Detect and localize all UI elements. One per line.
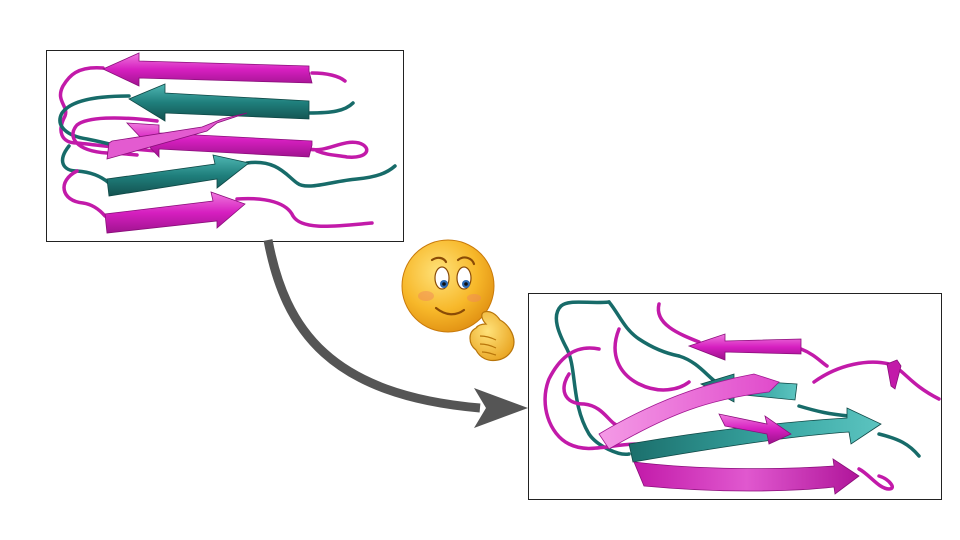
loop-coil: [310, 71, 347, 83]
loop-coil: [812, 360, 941, 401]
loop-coil: [554, 300, 631, 456]
loop-coil: [543, 346, 641, 451]
flat-sheet-panel: [46, 50, 404, 242]
loop-coil: [877, 432, 921, 458]
emoji-mouth: [434, 306, 466, 316]
beta-strand: [104, 191, 246, 234]
loop-coil: [62, 169, 107, 218]
beta-strand: [106, 154, 250, 197]
loop-coil: [235, 196, 374, 228]
loop-coil: [58, 66, 159, 153]
beta-strand: [718, 413, 792, 445]
beta-strand: [106, 112, 248, 160]
loop-coil: [656, 302, 701, 344]
pointing-hand: [469, 310, 515, 362]
beta-strand: [633, 458, 860, 495]
loop-coil: [307, 101, 355, 115]
emoji-face: [401, 239, 495, 333]
flat-sheet-illustration: [58, 52, 397, 234]
loop-coil: [799, 347, 829, 368]
loop-coil: [562, 372, 621, 428]
twisted-sheet-illustration: [543, 300, 941, 495]
beta-strand: [126, 122, 313, 159]
beta-strand: [598, 373, 780, 450]
loop-coil: [307, 140, 369, 159]
beta-strand: [687, 333, 802, 361]
loop-coil: [613, 327, 691, 392]
pointing-emoji-icon: [398, 238, 528, 363]
loop-coil: [245, 160, 397, 188]
beta-strand: [128, 83, 310, 122]
beta-strand: [102, 52, 313, 87]
loop-coil: [677, 354, 721, 386]
twisted-sheet-panel: [528, 293, 942, 500]
loop-coil: [797, 404, 851, 418]
arrow-head: [474, 388, 528, 428]
loop-coil: [607, 300, 681, 358]
loop-coil: [857, 467, 894, 491]
beta-strand: [886, 359, 902, 390]
beta-strand: [628, 407, 882, 463]
